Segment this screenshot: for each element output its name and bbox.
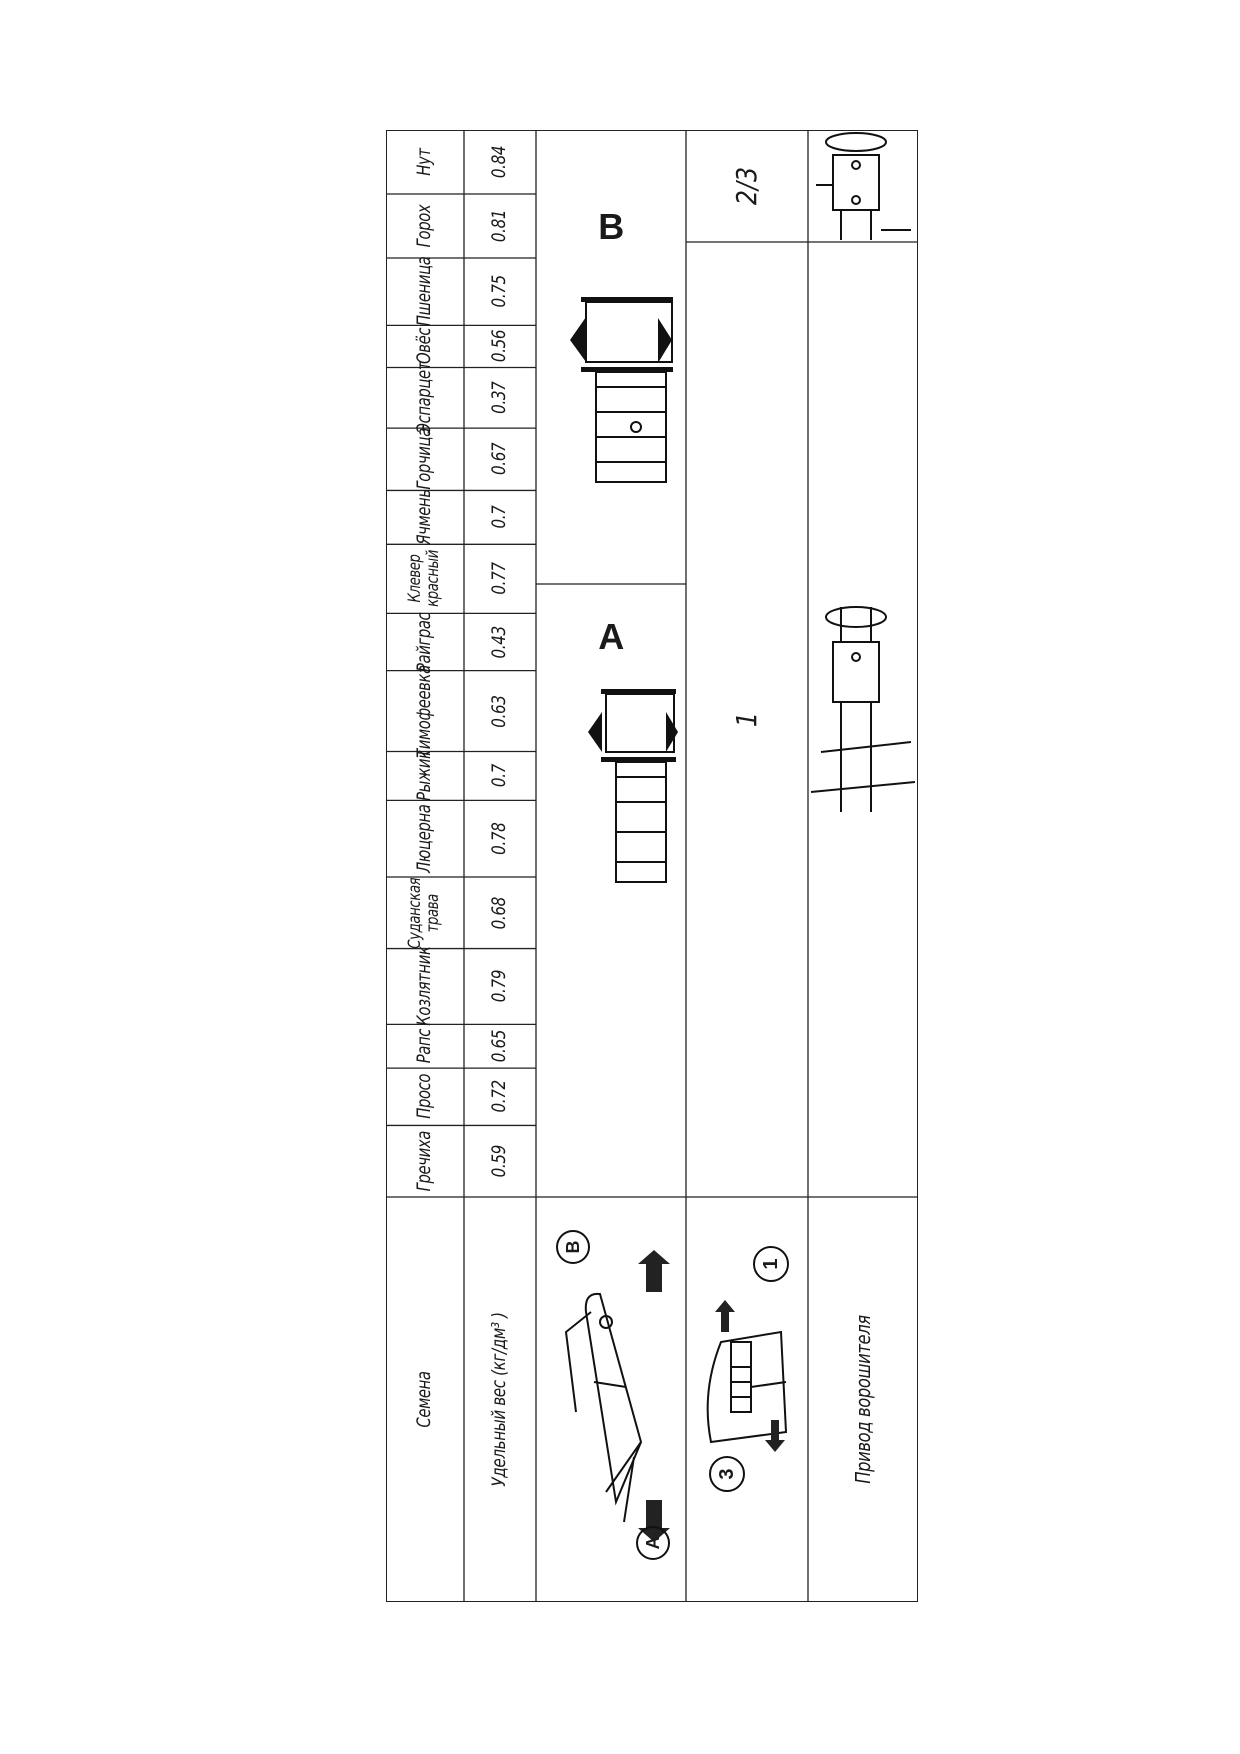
setting-a-illustration	[546, 682, 678, 902]
gear-label-3: 3	[709, 1456, 745, 1492]
seed-header-9: Клевер красный	[405, 550, 443, 608]
seed-weight-6: 0.7	[488, 764, 511, 788]
setting-b-illustration	[546, 282, 678, 502]
seed-header-11: Горчица	[413, 428, 436, 491]
ratio-value-2: 2/3	[730, 166, 764, 206]
seed-weight-14: 0.75	[488, 275, 511, 308]
seed-weight-5: 0.78	[488, 822, 511, 855]
gear-illustration: 3 1	[691, 1232, 803, 1562]
setting-b-label: B	[598, 206, 624, 248]
seed-header-10: Ячмень	[413, 489, 436, 546]
seed-header-3: Козлятник	[413, 946, 436, 1027]
seed-header-1: Просо	[413, 1074, 436, 1120]
table-grid	[386, 130, 918, 1602]
seed-header-14: Пшеница	[413, 256, 436, 327]
weight-row-label: Удельный вес (кг/дм³ )	[488, 1312, 511, 1487]
lever-label-a: A	[636, 1526, 670, 1560]
seed-header-0: Гречиха	[413, 1131, 436, 1192]
seed-weight-13: 0.56	[488, 330, 511, 363]
seed-weight-3: 0.79	[488, 970, 511, 1003]
seed-weight-7: 0.63	[488, 694, 511, 728]
agitator-illustration-1	[810, 602, 916, 812]
seed-header-4: Суданская трава	[405, 877, 443, 949]
seed-weight-12: 0.37	[488, 381, 511, 414]
ratio-value-1: 1	[730, 711, 764, 728]
seed-header-15: Горох	[413, 204, 436, 248]
seed-weight-10: 0.7	[488, 505, 511, 529]
seed-weight-15: 0.81	[488, 209, 511, 243]
seed-weight-11: 0.67	[488, 443, 511, 476]
agitator-label: Привод ворошителя	[850, 1315, 875, 1484]
seed-weight-8: 0.43	[488, 625, 511, 659]
lever-label-b: B	[556, 1230, 590, 1264]
seed-header-7: Тимофеевка	[413, 664, 436, 758]
seed-weight-2: 0.65	[488, 1030, 511, 1063]
seed-header-5: Люцерна	[413, 804, 436, 873]
seed-header-8: Райграс	[413, 612, 436, 672]
seed-weight-1: 0.72	[488, 1080, 511, 1113]
setting-a-label: A	[598, 616, 624, 658]
seed-header-2: Рапс	[413, 1029, 436, 1064]
seed-header-13: Овёс	[413, 328, 436, 365]
seed-header-6: Рыжик	[413, 750, 436, 802]
seed-weight-16: 0.84	[488, 145, 511, 179]
agitator-illustration-2	[811, 130, 915, 240]
seed-table	[386, 130, 918, 1602]
seed-header-16: Нут	[413, 148, 436, 176]
seed-header-12: Эспарцет	[413, 362, 436, 434]
gear-label-1: 1	[753, 1246, 789, 1282]
lever-illustration: A B	[546, 1230, 676, 1562]
seed-weight-9: 0.77	[488, 562, 511, 596]
seed-weight-0: 0.59	[488, 1145, 511, 1178]
seed-weight-4: 0.68	[488, 896, 511, 929]
header-seeds-label: Семена	[413, 1371, 436, 1428]
